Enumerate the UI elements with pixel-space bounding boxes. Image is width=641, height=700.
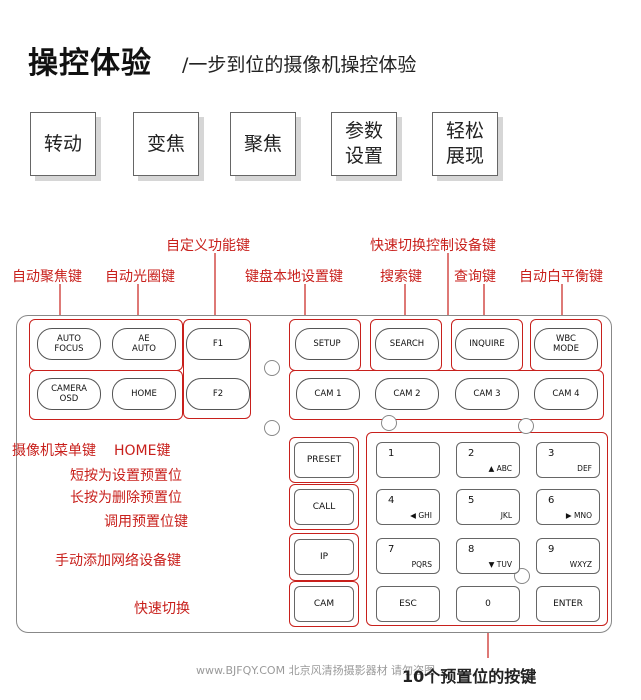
zero-key-label: 0 — [485, 599, 491, 609]
callout-auto-iris: 自动光圈键 — [105, 269, 175, 285]
preset-key[interactable]: PRESET — [294, 442, 354, 478]
preset-key-label: PRESET — [306, 455, 342, 465]
esc-key-label: ESC — [399, 599, 417, 609]
feature-easy-display: 轻松 展现 — [432, 112, 498, 176]
screw-hole — [518, 418, 534, 434]
keypad-key-2[interactable]: 2▲ ABC — [456, 442, 520, 478]
callout-inquire: 查询键 — [454, 269, 496, 285]
call-key[interactable]: CALL — [294, 489, 354, 525]
group-menu-keys — [29, 370, 183, 420]
search-button[interactable]: SEARCH — [375, 328, 439, 360]
ip-key[interactable]: IP — [294, 539, 354, 575]
feature-focus: 聚焦 — [230, 112, 296, 176]
inquire-button[interactable]: INQUIRE — [455, 328, 519, 360]
callout-local-setup: 键盘本地设置键 — [245, 269, 343, 285]
ae-auto-button[interactable]: AE AUTO — [112, 328, 176, 360]
page-subtitle: /一步到位的摄像机操控体验 — [182, 54, 417, 76]
cam4-button[interactable]: CAM 4 — [534, 378, 598, 410]
group-preset — [289, 437, 359, 483]
callout-call-preset: 调用预置位键 — [104, 514, 188, 530]
esc-key[interactable]: ESC — [376, 586, 440, 622]
callout-home: HOME键 — [114, 443, 171, 459]
cam3-button[interactable]: CAM 3 — [455, 378, 519, 410]
setup-button[interactable]: SETUP — [295, 328, 359, 360]
callout-search: 搜索键 — [380, 269, 422, 285]
group-ip — [289, 533, 359, 581]
callout-ten-presets: 10个预置位的按键 — [402, 667, 537, 686]
page-title: 操控体验 — [28, 46, 152, 81]
cam1-button[interactable]: CAM 1 — [296, 378, 360, 410]
callout-preset-short: 短按为设置预置位 — [70, 468, 182, 484]
group-call — [289, 484, 359, 530]
cam2-button[interactable]: CAM 2 — [375, 378, 439, 410]
feature-parameter-setting: 参数 设置 — [331, 112, 397, 176]
keypad-key-6[interactable]: 6▶ MNO — [536, 489, 600, 525]
watermark: www.BJFQY.COM 北京风清扬摄影器材 请勿盗图 — [196, 664, 436, 677]
camera-osd-button[interactable]: CAMERA OSD — [37, 378, 101, 410]
f1-button[interactable]: F1 — [186, 328, 250, 360]
screw-hole — [381, 415, 397, 431]
group-numeric-keypad — [366, 432, 608, 626]
group-function-keys — [183, 319, 251, 419]
callout-custom-keys: 自定义功能键 — [166, 238, 250, 254]
enter-key-label: ENTER — [553, 599, 583, 609]
screw-hole — [264, 360, 280, 376]
callout-fast-switch-control: 快速切换控制设备键 — [370, 238, 496, 254]
cam-key[interactable]: CAM — [294, 586, 354, 622]
wbc-mode-button[interactable]: WBC MODE — [534, 328, 598, 360]
callout-auto-white-balance: 自动白平衡键 — [519, 269, 603, 285]
f2-button[interactable]: F2 — [186, 378, 250, 410]
group-cam — [289, 581, 359, 627]
keypad-key-1[interactable]: 1 — [376, 442, 440, 478]
enter-key[interactable]: ENTER — [536, 586, 600, 622]
screw-hole — [264, 420, 280, 436]
cam-key-label: CAM — [313, 599, 335, 609]
group-cam-keys — [289, 370, 604, 420]
keypad-key-0[interactable]: 0 — [456, 586, 520, 622]
feature-rotate: 转动 — [30, 112, 96, 176]
home-button[interactable]: HOME — [112, 378, 176, 410]
keypad-key-8[interactable]: 8▼ TUV — [456, 538, 520, 574]
callout-add-network-device: 手动添加网络设备键 — [55, 553, 181, 569]
call-key-label: CALL — [312, 502, 336, 512]
feature-zoom: 变焦 — [133, 112, 199, 176]
callout-preset-long: 长按为删除预置位 — [70, 490, 182, 506]
callout-quick-switch: 快速切换 — [134, 601, 190, 617]
keypad-key-4[interactable]: 4◀ GHI — [376, 489, 440, 525]
auto-focus-button[interactable]: AUTO FOCUS — [37, 328, 101, 360]
ip-key-label: IP — [319, 552, 329, 562]
callout-camera-menu: 摄像机菜单键 — [12, 443, 96, 459]
callout-auto-focus: 自动聚焦键 — [12, 269, 82, 285]
